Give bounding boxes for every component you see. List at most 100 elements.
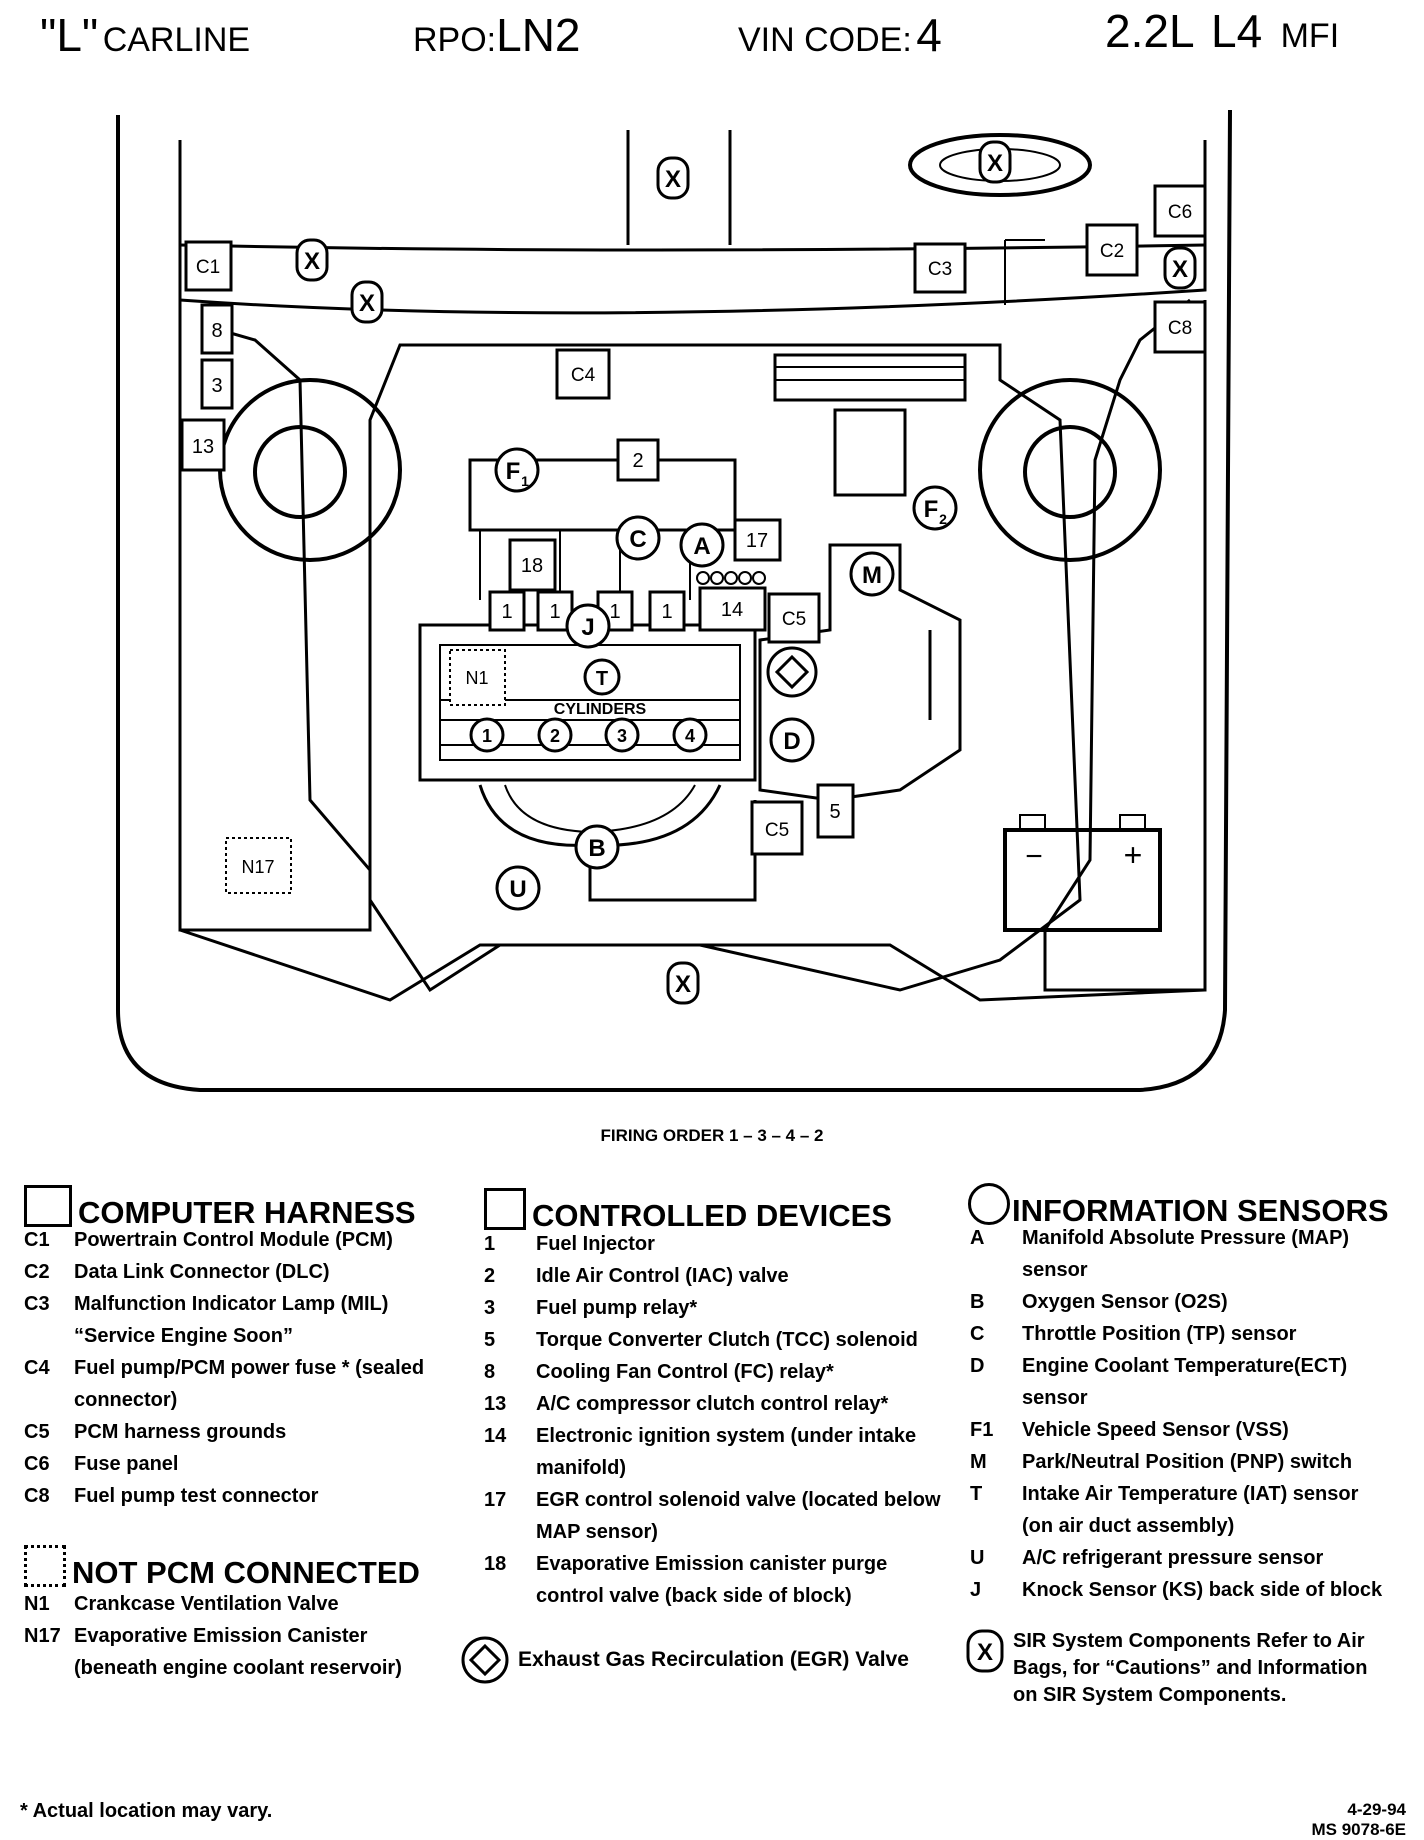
body-outline: [116, 109, 1232, 1092]
left-fender: [178, 300, 372, 932]
svg-text:C6: C6: [1168, 202, 1192, 223]
intake-manifold: [468, 458, 737, 532]
sir-marker-wheel: X: [978, 140, 1012, 184]
cowl-panel: [178, 140, 1207, 315]
battery-minus: −: [1025, 840, 1043, 873]
device-1-d: 1: [648, 590, 686, 632]
sir-x-icon: X: [966, 1629, 1004, 1673]
svg-text:C5: C5: [782, 609, 806, 630]
device-13: 13: [180, 418, 226, 472]
footnote: * Actual location may vary.: [20, 1800, 273, 1822]
not-pcm-n1: N1: [449, 649, 506, 706]
svg-text:4: 4: [685, 726, 695, 746]
circle-icon: [968, 1183, 1010, 1225]
sir-marker-right: X: [1163, 246, 1197, 290]
header-vin: VIN CODE: 4: [738, 9, 942, 61]
header-carline: "L" CARLINE: [40, 9, 251, 61]
sir-marker-cowl: X: [656, 156, 690, 200]
sensor-d: D: [769, 717, 815, 763]
svg-text:C2: C2: [1100, 241, 1124, 262]
svg-text:14: 14: [721, 599, 743, 621]
svg-text:X: X: [987, 150, 1003, 177]
not-pcm-n17: N17: [225, 837, 292, 894]
device-1-a: 1: [488, 590, 526, 632]
battery-plus: +: [1124, 837, 1143, 873]
svg-text:1: 1: [661, 601, 672, 623]
cylinder-2: 2: [537, 717, 573, 753]
legend-egr: Exhaust Gas Recirculation (EGR) Valve: [460, 1635, 909, 1685]
svg-text:N17: N17: [241, 857, 274, 877]
svg-text:C8: C8: [1168, 318, 1192, 339]
svg-text:X: X: [359, 290, 375, 317]
legend-sir: X SIR System Components Refer to Air Bag…: [965, 1628, 1385, 1709]
svg-text:8: 8: [211, 320, 222, 342]
square-icon: [484, 1188, 526, 1230]
svg-text:T: T: [596, 668, 608, 690]
device-3: 3: [200, 358, 234, 410]
air-duct: [773, 353, 967, 402]
harness-c4: C4: [555, 348, 611, 400]
transaxle: [758, 543, 962, 802]
svg-text:C5: C5: [765, 820, 789, 841]
svg-text:B: B: [588, 835, 605, 862]
harness-c2: C2: [1085, 223, 1139, 277]
legend-computer-harness-title: COMPUTER HARNESS: [24, 1185, 416, 1231]
harness-c8: C8: [1153, 300, 1207, 354]
svg-text:U: U: [509, 876, 526, 903]
svg-text:1: 1: [549, 601, 560, 623]
sensor-a: A: [679, 522, 725, 568]
harness-c1: C1: [184, 240, 233, 292]
svg-text:1: 1: [501, 601, 512, 623]
device-17: 17: [733, 518, 782, 562]
svg-text:18: 18: [521, 555, 543, 577]
sir-marker-front: X: [666, 961, 700, 1005]
legend-controlled-devices-title: CONTROLLED DEVICES: [484, 1188, 892, 1234]
svg-text:1: 1: [609, 601, 620, 623]
header-engine: 2.2L L4 MFI: [1105, 5, 1340, 57]
harness-c3: C3: [913, 242, 967, 294]
document-code: 4-29-94 MS 9078-6E: [1312, 1800, 1407, 1840]
sensor-c: C: [615, 515, 661, 561]
svg-text:3: 3: [617, 726, 627, 746]
svg-text:5: 5: [829, 801, 840, 823]
sir-marker-left-1: X: [295, 238, 329, 282]
dotted-square-icon: [24, 1545, 66, 1587]
square-icon: [24, 1185, 72, 1227]
svg-text:C4: C4: [571, 365, 596, 386]
svg-text:M: M: [862, 562, 882, 589]
header-rpo: RPO:LN2: [413, 9, 581, 61]
legend-information-sensors-title: INFORMATION SENSORS: [968, 1183, 1389, 1229]
cylinders-label: CYLINDERS: [554, 701, 647, 718]
svg-text:F: F: [924, 496, 939, 523]
svg-text:N1: N1: [465, 668, 488, 688]
device-14: 14: [698, 586, 767, 632]
svg-text:F: F: [506, 458, 521, 485]
svg-text:C3: C3: [928, 259, 952, 280]
egr-valve-symbol: [766, 646, 818, 698]
right-strut-tower: [978, 378, 1162, 562]
svg-text:3: 3: [211, 375, 222, 397]
device-18: 18: [508, 538, 557, 592]
svg-text:D: D: [783, 728, 800, 755]
